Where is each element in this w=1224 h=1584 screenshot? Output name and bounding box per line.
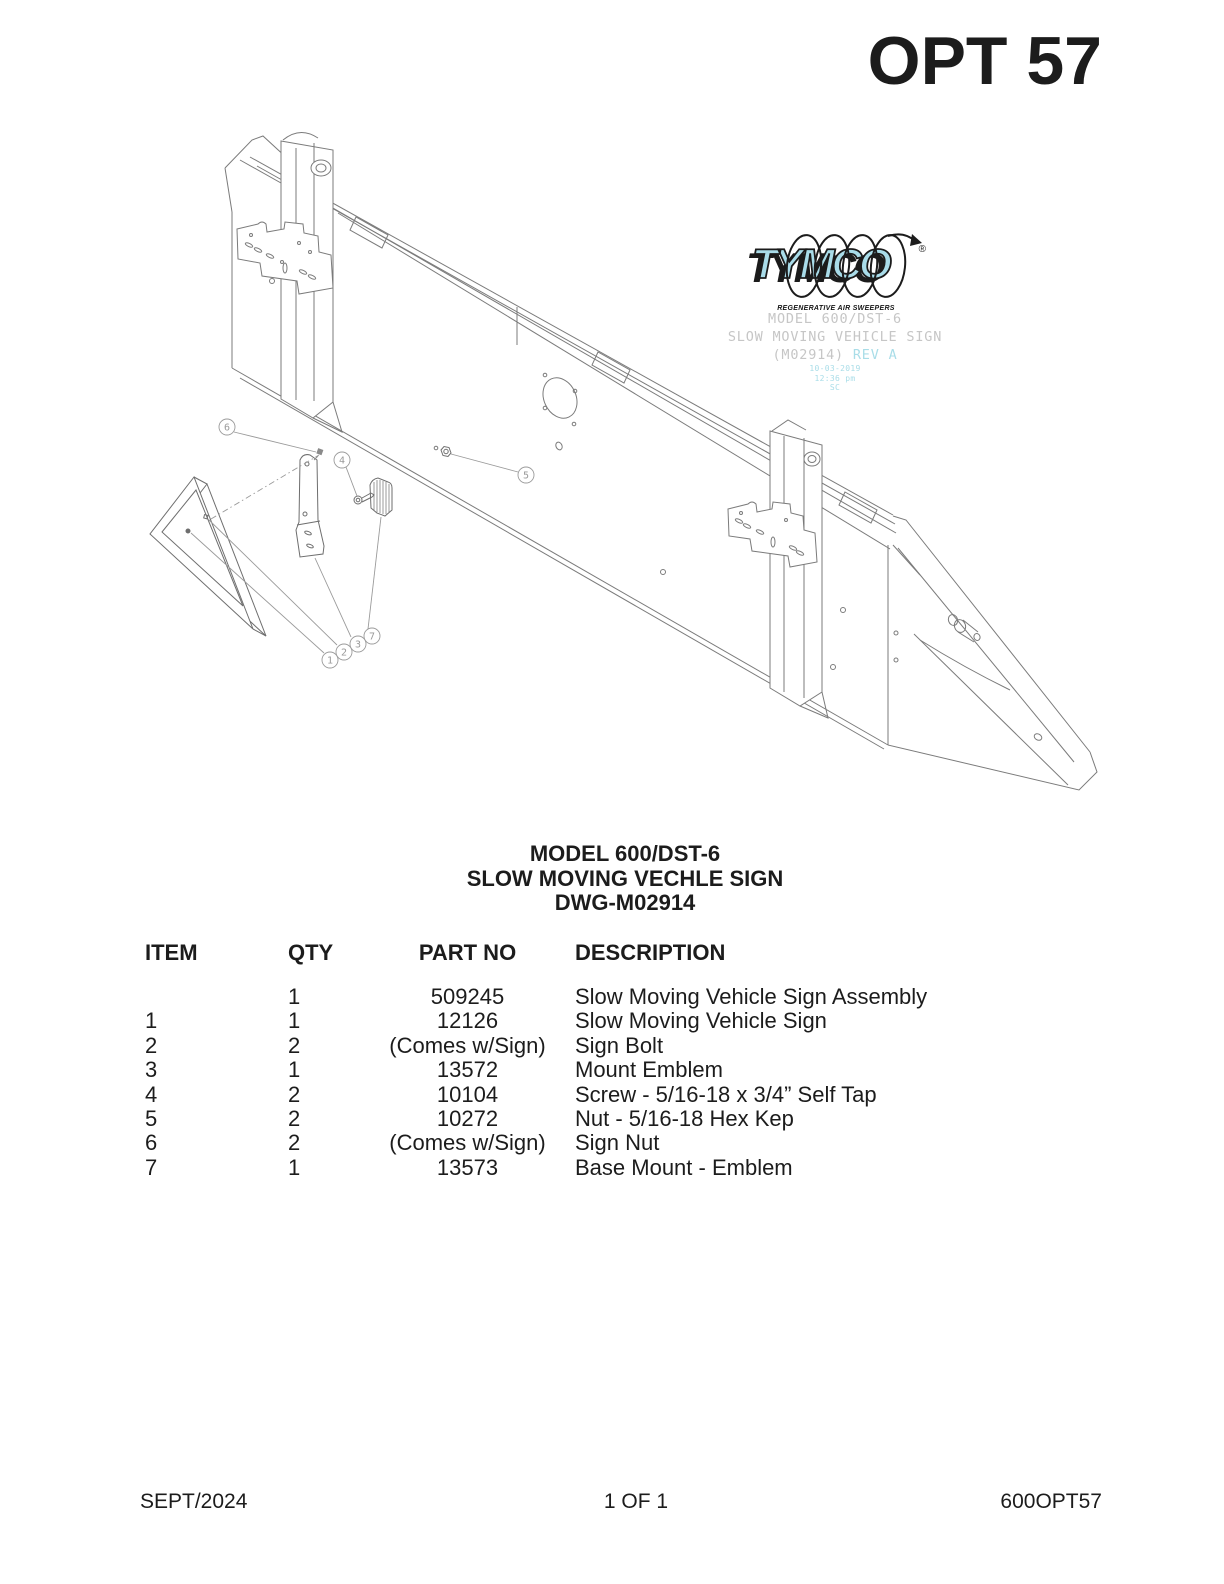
parts-table: ITEM QTY PART NO DESCRIPTION 1 509245 Sl… (145, 940, 1105, 1180)
cell-item: 2 (145, 1032, 158, 1058)
table-row: 1 509245 Slow Moving Vehicle Sign Assemb… (145, 984, 1105, 1009)
svg-text:2: 2 (341, 648, 347, 659)
smv-sign-triangle (149, 475, 267, 637)
cell-qty: 1 (288, 1154, 301, 1180)
table-row: 6 2 (Comes w/Sign) Sign Nut (145, 1130, 1105, 1156)
callout-bubbles: 1 2 3 7 4 (218, 418, 535, 669)
cell-item: 6 (145, 1130, 158, 1156)
table-row: 4 2 10104 Screw - 5/16-18 x 3/4” Self Ta… (145, 1081, 1105, 1107)
heading-model: MODEL 600/DST-6 (529, 841, 721, 866)
heading-dwg: DWG-M02914 (554, 890, 696, 915)
cell-description: Sign Nut (575, 1130, 660, 1156)
cell-description: Mount Emblem (575, 1057, 723, 1083)
svg-text:4: 4 (339, 456, 345, 467)
cell-qty: 1 (288, 984, 301, 1009)
parts-table-body: 1 509245 Slow Moving Vehicle Sign Assemb… (145, 984, 1105, 1180)
callout-2: 2 (335, 643, 353, 661)
right-mount-plate (727, 501, 818, 568)
cell-qty: 2 (288, 1130, 301, 1156)
stamp-dwg-number: (M02914) (772, 347, 844, 363)
callout-3: 3 (349, 635, 367, 653)
svg-text:7: 7 (369, 632, 375, 643)
logo-tagline: REGENERATIVE AIR SWEEPERS (777, 305, 895, 312)
leader-lines (190, 431, 519, 654)
stamp-time: 12:36 pm (814, 373, 856, 383)
svg-text:1: 1 (327, 656, 333, 667)
col-header-qty: QTY (288, 940, 334, 965)
parts-list-heading: MODEL 600/DST-6 SLOW MOVING VECHLE SIGN … (25, 841, 1224, 916)
footer-date: SEPT/2024 (140, 1490, 248, 1513)
col-header-item: ITEM (145, 940, 198, 965)
cell-qty: 2 (288, 1105, 301, 1131)
left-mount-plate (236, 221, 334, 295)
registered-trademark-symbol: ® (918, 244, 926, 255)
cell-part-no: (Comes w/Sign) (389, 1130, 546, 1156)
cell-part-no: 10272 (436, 1105, 499, 1131)
table-row: 7 1 13573 Base Mount - Emblem (145, 1154, 1105, 1180)
callout-6: 6 (218, 418, 236, 436)
stamp-initials: SC (829, 383, 841, 392)
stamp-revision: REV A (852, 347, 898, 363)
footer-page-number: 1 OF 1 (603, 1490, 669, 1513)
self-tap-screw (353, 492, 375, 505)
svg-text:5: 5 (523, 471, 529, 482)
cell-description: Sign Bolt (575, 1032, 664, 1058)
cell-description: Nut - 5/16-18 Hex Kep (575, 1105, 794, 1131)
col-header-description: DESCRIPTION (575, 940, 726, 965)
cell-part-no: 10104 (436, 1081, 499, 1107)
cell-qty: 2 (288, 1032, 301, 1058)
cell-item: 5 (145, 1105, 158, 1131)
svg-text:6: 6 (224, 423, 230, 434)
cell-qty: 1 (288, 1008, 301, 1034)
cell-item: 4 (145, 1081, 158, 1107)
table-row: 2 2 (Comes w/Sign) Sign Bolt (145, 1032, 1105, 1058)
cell-description: Slow Moving Vehicle Sign (575, 1008, 827, 1034)
cell-part-no: 13572 (436, 1057, 499, 1083)
table-row: 1 1 12126 Slow Moving Vehicle Sign (145, 1008, 1105, 1034)
coil-arrow-icon (785, 233, 922, 298)
callout-5: 5 (517, 466, 535, 484)
right-channel-bracket (769, 419, 829, 719)
cell-part-no: 509245 (430, 984, 505, 1009)
cell-part-no: (Comes w/Sign) (389, 1032, 546, 1058)
cell-item: 3 (145, 1057, 158, 1083)
cell-item: 7 (145, 1154, 158, 1180)
table-row: 5 2 10272 Nut - 5/16-18 Hex Kep (145, 1105, 1105, 1131)
callout-7: 7 (363, 627, 381, 645)
parts-table-header: ITEM QTY PART NO DESCRIPTION (145, 940, 1105, 965)
cell-description: Slow Moving Vehicle Sign Assembly (575, 984, 928, 1009)
cell-qty: 2 (288, 1081, 301, 1107)
stamp-dwg-rev: (M02914) REV A (688, 346, 982, 364)
base-mount-clip (369, 477, 393, 517)
tymco-logo: TYMCO ® REGENERATIVE AIR SWEEPERS (746, 228, 926, 312)
stamp-date: 10-03-2019 (809, 364, 861, 373)
callout-4: 4 (333, 451, 351, 469)
drawing-stamp: MODEL 600/DST-6 SLOW MOVING VEHICLE SIGN… (688, 310, 982, 393)
heading-name: SLOW MOVING VECHLE SIGN (466, 865, 784, 891)
assembly-line-art: 1 2 3 7 4 (149, 132, 1098, 791)
callout-1: 1 (321, 651, 339, 669)
assembly-drawing: 1 2 3 7 4 (149, 132, 1098, 791)
stamp-model: MODEL 600/DST-6 (768, 311, 902, 327)
panel-body (224, 135, 1098, 791)
cell-part-no: 12126 (436, 1008, 499, 1034)
cell-part-no: 13573 (436, 1154, 499, 1180)
footer-doc-number: 600OPT57 (1000, 1490, 1102, 1513)
sign-bolt-target (313, 448, 324, 461)
table-row: 3 1 13572 Mount Emblem (145, 1057, 1105, 1083)
cell-qty: 1 (288, 1057, 301, 1083)
cell-description: Base Mount - Emblem (575, 1154, 793, 1180)
stamp-name: SLOW MOVING VEHICLE SIGN (727, 329, 943, 345)
col-header-part-no: PART NO (418, 940, 517, 965)
svg-text:3: 3 (355, 640, 361, 651)
cell-item: 1 (145, 1008, 158, 1034)
hex-kep-nut (440, 445, 452, 458)
page-title: OPT 57 (867, 23, 1102, 99)
mount-emblem-strip (295, 454, 325, 558)
cell-description: Screw - 5/16-18 x 3/4” Self Tap (575, 1081, 877, 1107)
